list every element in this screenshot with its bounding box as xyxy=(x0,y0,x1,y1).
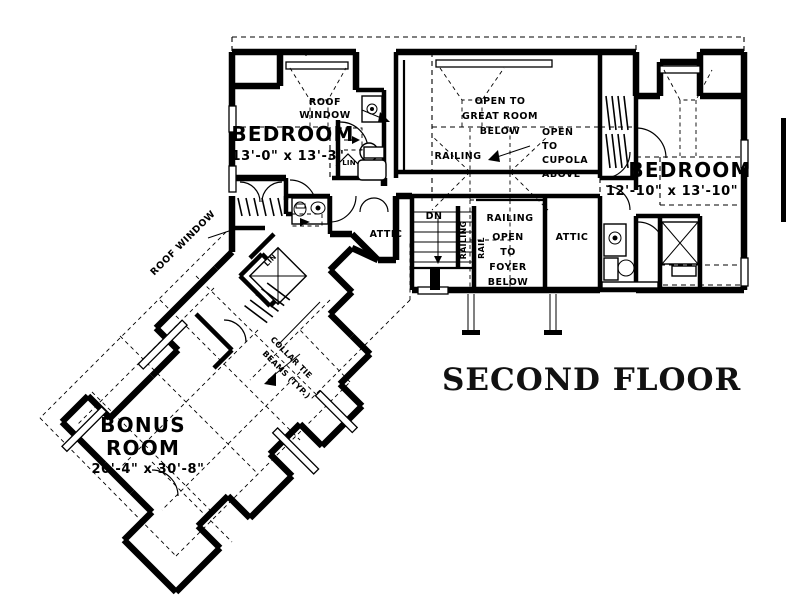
leader-lines xyxy=(207,54,531,386)
annotation-attic-right: ATTIC xyxy=(556,232,589,243)
annotation-foyer-line4: BELOW xyxy=(488,277,529,288)
annotation-rail-vertical: RAIL xyxy=(477,237,486,259)
annotation-foyer-line1: OPEN xyxy=(492,232,523,243)
annotation-railing-great-room: RAILING xyxy=(434,151,481,162)
roof-window-splays xyxy=(289,67,713,290)
annotation-attic-left: ATTIC xyxy=(370,229,403,240)
text-labels: BEDROOM 13'-0" x 13'-3" BEDROOM 12'-10" … xyxy=(91,96,751,477)
right-edge-bar xyxy=(781,118,786,222)
annotation-foyer-line3: FOYER xyxy=(489,262,527,273)
annotation-linen-upper: LIN xyxy=(342,159,356,167)
plumbing-fixtures xyxy=(248,95,699,306)
annotation-open-great-room-line2: GREAT ROOM xyxy=(462,111,538,122)
annotation-cupola-line1: OPEN xyxy=(542,127,573,138)
annotation-cupola-line3: CUPOLA xyxy=(542,155,588,166)
room-dimensions-bedroom-left: 13'-0" x 13'-3" xyxy=(231,149,344,164)
room-label-bonus-room-line2: ROOM xyxy=(106,436,180,460)
porch-columns xyxy=(462,294,562,335)
annotation-roof-window-lower: ROOF WINDOW xyxy=(149,209,218,278)
roof-outline-dashed xyxy=(39,36,745,557)
room-dimensions-bonus-room: 20'-4" x 30'-8" xyxy=(91,462,204,477)
annotation-roof-window-upper-line2: WINDOW xyxy=(299,110,350,121)
room-label-bedroom-left: BEDROOM xyxy=(231,122,354,146)
room-dimensions-bedroom-right: 12'-10" x 13'-10" xyxy=(606,184,738,199)
annotation-railing-vertical: RAILING xyxy=(459,221,468,260)
annotation-stair-down: DN xyxy=(426,211,443,222)
annotation-cupola-line2: TO xyxy=(542,141,558,152)
annotation-foyer-line2: TO xyxy=(500,247,516,258)
annotation-cupola-line4: ABOVE xyxy=(542,169,581,180)
closet-hatching xyxy=(237,95,629,324)
staircase xyxy=(412,206,477,290)
plan-title: SECOND FLOOR xyxy=(442,362,741,398)
annotation-open-great-room-line3: BELOW xyxy=(480,126,521,137)
annotation-open-great-room-line1: OPEN TO xyxy=(475,96,526,107)
annotation-railing-stair-top: RAILING xyxy=(486,213,533,224)
windows xyxy=(61,59,749,475)
room-label-bonus-room-line1: BONUS xyxy=(100,413,186,437)
room-label-bedroom-right: BEDROOM xyxy=(628,158,751,182)
annotation-roof-window-upper-line1: ROOF xyxy=(309,97,341,108)
